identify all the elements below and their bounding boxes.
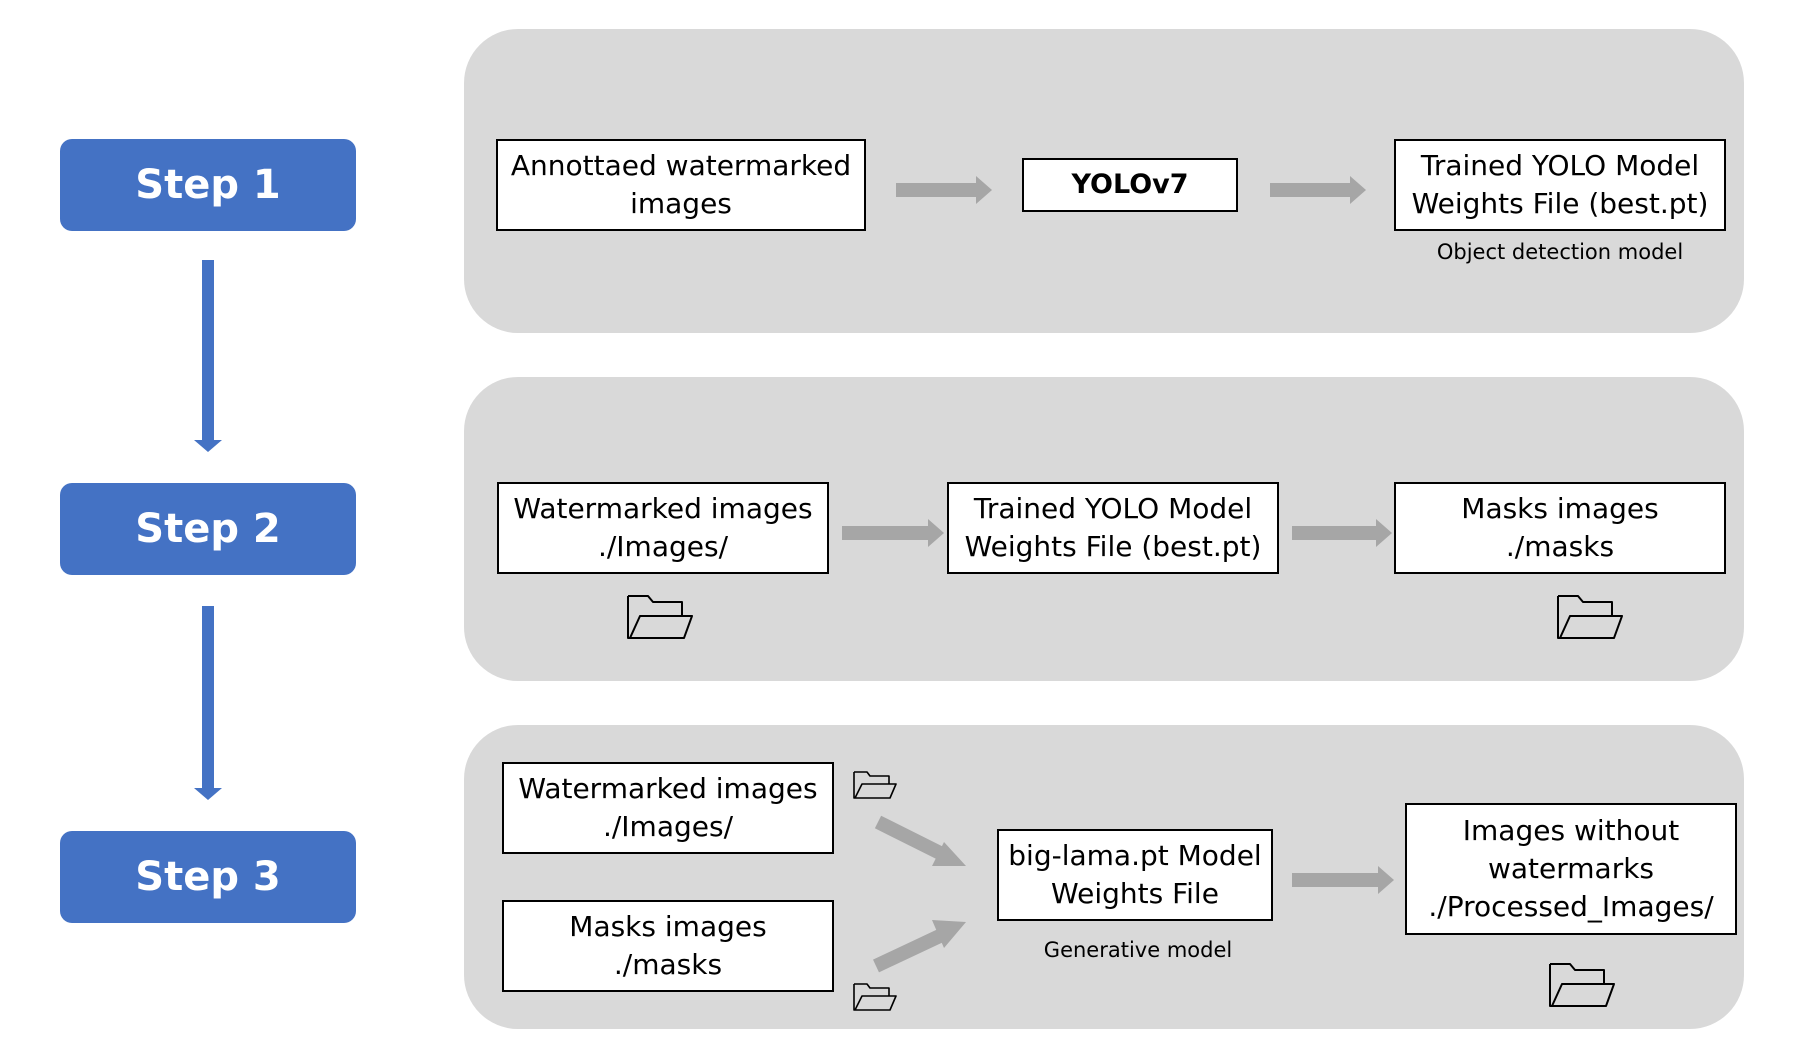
step3-watermarked-images-box: Watermarked images ./Images/ xyxy=(502,762,834,854)
big-lama-model-line1: big-lama.pt Model xyxy=(1008,839,1262,872)
folder-icon xyxy=(853,983,897,1011)
step2-trained-yolo-line1: Trained YOLO Model xyxy=(973,492,1253,525)
step-2-label: Step 2 xyxy=(60,483,356,575)
step2-watermarked-images-line2: ./Images/ xyxy=(597,530,729,563)
step3-masks-images-line2: ./masks xyxy=(613,948,723,981)
step3-watermarked-images-line2: ./Images/ xyxy=(602,810,734,843)
annotated-images-line2: images xyxy=(630,187,732,220)
generative-model-caption: Generative model xyxy=(1043,938,1233,962)
processed-images-box: Images without watermarks ./Processed_Im… xyxy=(1405,803,1737,935)
step3-arrow-model-to-output xyxy=(1292,866,1394,894)
step2-trained-yolo-line2: Weights File (best.pt) xyxy=(964,530,1262,563)
step2-watermarked-images-box: Watermarked images ./Images/ xyxy=(497,482,829,574)
folder-icon xyxy=(853,771,897,799)
step2-masks-images-line1: Masks images xyxy=(1461,492,1659,525)
processed-images-line1: Images without xyxy=(1462,814,1680,847)
step2-arrow-1 xyxy=(842,519,944,547)
processed-images-line3: ./Processed_Images/ xyxy=(1428,890,1714,923)
processed-images-line2: watermarks xyxy=(1487,852,1655,885)
step3-masks-images-box: Masks images ./masks xyxy=(502,900,834,992)
yolov7-label: YOLOv7 xyxy=(1071,169,1189,200)
step3-arrow-masks-to-model xyxy=(873,920,966,973)
step3-watermarked-images-line1: Watermarked images xyxy=(518,772,818,805)
trained-yolo-output-box: Trained YOLO Model Weights File (best.pt… xyxy=(1394,139,1726,231)
step1-arrow-1 xyxy=(896,176,992,204)
folder-icon xyxy=(1557,595,1623,639)
folder-icon xyxy=(627,595,693,639)
folder-icon xyxy=(1549,963,1615,1007)
step3-arrow-images-to-model xyxy=(874,815,966,866)
step3-masks-images-line1: Masks images xyxy=(569,910,767,943)
step-1-label: Step 1 xyxy=(60,139,356,231)
annotated-images-box: Annottaed watermarked images xyxy=(496,139,866,231)
annotated-images-line1: Annottaed watermarked xyxy=(510,149,852,182)
trained-yolo-output-line2: Weights File (best.pt) xyxy=(1411,187,1709,220)
step1-to-step2-connector xyxy=(194,260,222,452)
step2-trained-yolo-box: Trained YOLO Model Weights File (best.pt… xyxy=(947,482,1279,574)
step2-arrow-2 xyxy=(1292,519,1392,547)
step1-arrow-2 xyxy=(1270,176,1366,204)
yolov7-box: YOLOv7 xyxy=(1022,158,1238,212)
trained-yolo-output-line1: Trained YOLO Model xyxy=(1420,149,1700,182)
step2-masks-images-line2: ./masks xyxy=(1505,530,1615,563)
object-detection-caption: Object detection model xyxy=(1436,240,1684,264)
big-lama-model-line2: Weights File xyxy=(1051,877,1219,910)
step2-watermarked-images-line1: Watermarked images xyxy=(513,492,813,525)
big-lama-model-box: big-lama.pt Model Weights File xyxy=(997,829,1273,921)
step-3-label: Step 3 xyxy=(60,831,356,923)
step2-to-step3-connector xyxy=(194,606,222,800)
step2-masks-images-box: Masks images ./masks xyxy=(1394,482,1726,574)
